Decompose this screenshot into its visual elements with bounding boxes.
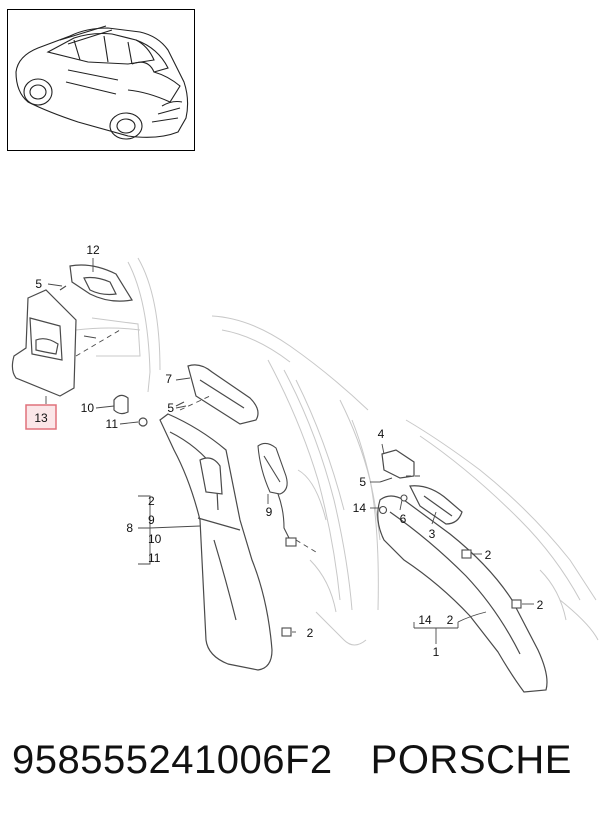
parts-10-11-clips	[113, 394, 148, 427]
callout-1[interactable]: 1	[433, 645, 440, 659]
part-7-pillar-trim	[187, 364, 259, 425]
callout-11[interactable]: 11	[106, 417, 119, 431]
brand-name: PORSCHE	[370, 738, 572, 782]
callout-6[interactable]: 6	[400, 512, 407, 526]
small-fastener-clips	[59, 285, 522, 637]
callout-2-upper[interactable]: 2	[485, 548, 492, 562]
callout-10[interactable]: 10	[81, 401, 95, 415]
part-9-height-adjuster	[257, 442, 297, 547]
callout-5-right[interactable]: 5	[359, 475, 366, 489]
callout-2-lower[interactable]: 2	[537, 598, 544, 612]
callout-5-middle[interactable]: 5	[167, 401, 174, 415]
part-13-side-panel	[11, 289, 77, 397]
callout-5-left[interactable]: 5	[35, 277, 42, 291]
callout-12[interactable]: 12	[86, 243, 100, 257]
leader-lines	[45, 258, 534, 644]
part-1-pillar-trim	[377, 495, 548, 693]
callout-8-group-11[interactable]: 11	[148, 551, 161, 565]
callout-numbers: 12 5 13 7 10 5 11 4 5 9 14 6 3 8 2 9 10 …	[34, 243, 543, 659]
car-illustration	[15, 25, 189, 140]
part-8-b-pillar-trim	[159, 413, 273, 671]
callout-13[interactable]: 13	[34, 411, 48, 425]
part-12-upper-trim	[69, 264, 133, 302]
callout-14-lower[interactable]: 14	[418, 613, 432, 627]
callout-8[interactable]: 8	[126, 521, 133, 535]
callout-14-upper[interactable]: 14	[353, 501, 367, 515]
callout-9[interactable]: 9	[266, 505, 273, 519]
callout-2-pillar[interactable]: 2	[307, 626, 314, 640]
callout-4[interactable]: 4	[378, 427, 385, 441]
callout-2-group[interactable]: 2	[447, 613, 454, 627]
callout-7[interactable]: 7	[165, 372, 172, 386]
callout-8-group-9[interactable]: 9	[148, 513, 155, 527]
vehicle-thumbnail	[7, 9, 195, 151]
body-structure-ghost-lines	[75, 257, 599, 646]
part-number: 958555241006F2	[12, 738, 333, 782]
parts-3-4-brackets	[381, 449, 463, 525]
callout-13-highlight-box[interactable]	[25, 404, 57, 430]
diagram-caption: 958555241006F2 PORSCHE	[12, 738, 600, 798]
callout-8-group-2[interactable]: 2	[148, 494, 155, 508]
callout-3[interactable]: 3	[429, 527, 436, 541]
callout-8-group-10[interactable]: 10	[148, 532, 162, 546]
